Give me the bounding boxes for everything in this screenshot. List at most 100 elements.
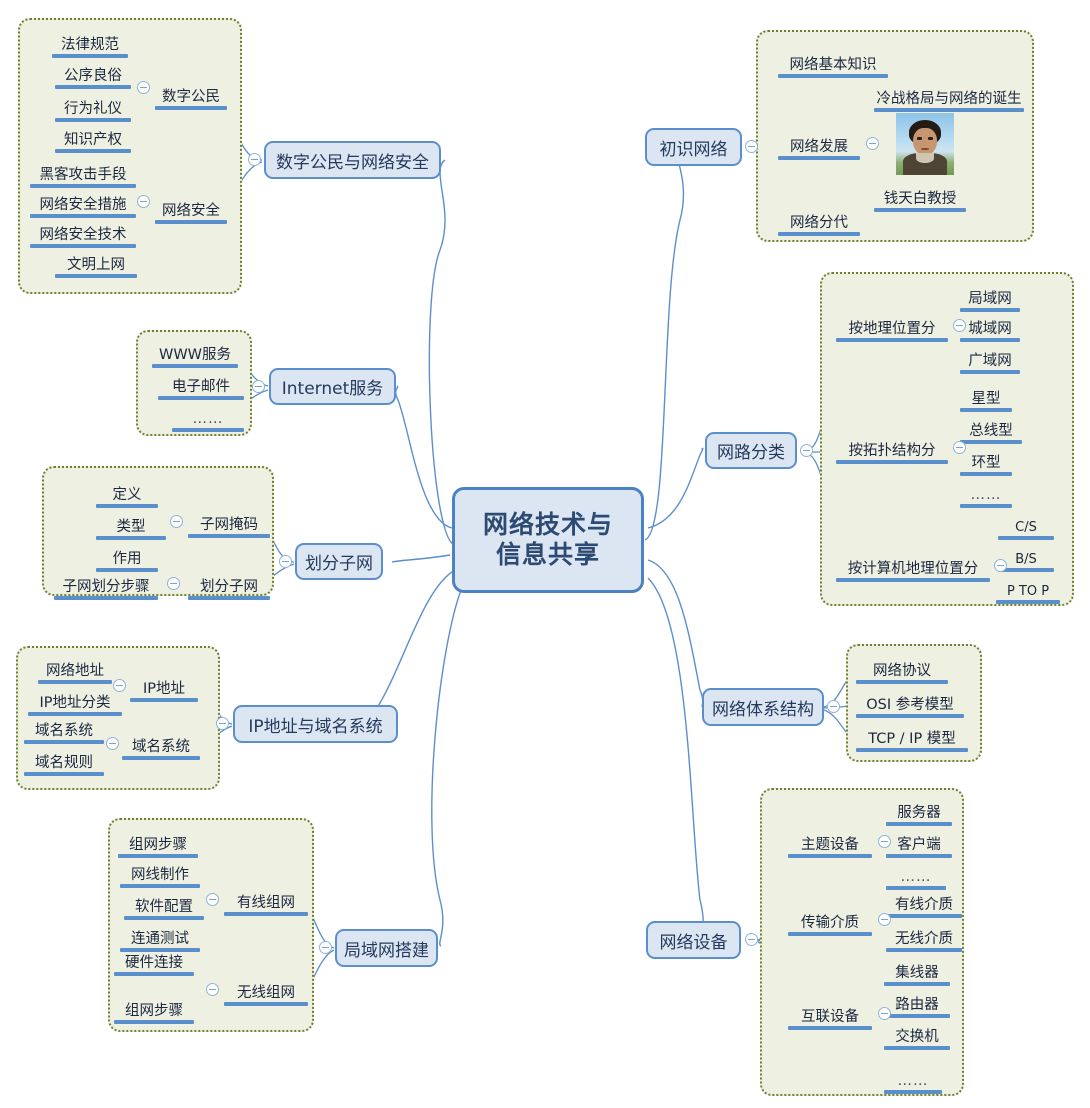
collapse-toggle-icon[interactable] — [878, 835, 891, 848]
leaf-network-development[interactable]: 网络发展 — [778, 128, 860, 160]
leaf-bs[interactable]: B/S — [998, 542, 1054, 572]
leaf-network-address[interactable]: 网络地址 — [38, 652, 112, 684]
leaf-network-protocol[interactable]: 网络协议 — [856, 652, 948, 684]
leaf-by-topology[interactable]: 按拓扑结构分 — [836, 432, 948, 464]
leaf-connectivity-test[interactable]: 连通测试 — [120, 920, 200, 952]
collapse-toggle-icon[interactable] — [745, 140, 758, 153]
collapse-toggle-icon[interactable] — [279, 555, 292, 568]
collapse-toggle-icon[interactable] — [953, 319, 966, 332]
leaf-internet-service-more[interactable]: …… — [172, 400, 244, 432]
leaf-lan[interactable]: 局域网 — [960, 280, 1020, 312]
leaf-router[interactable]: 路由器 — [884, 986, 950, 1018]
root-node[interactable]: 网络技术与 信息共享 — [452, 487, 644, 593]
leaf-subnet-mask[interactable]: 子网掩码 — [188, 506, 270, 538]
leaf-server[interactable]: 服务器 — [886, 794, 952, 826]
leaf-bus-topology[interactable]: 总线型 — [960, 412, 1022, 444]
leaf-main-devices[interactable]: 主题设备 — [788, 826, 872, 858]
collapse-toggle-icon[interactable] — [206, 983, 219, 996]
branch-node-network-architecture[interactable]: 网络体系结构 — [702, 688, 824, 726]
collapse-toggle-icon[interactable] — [216, 717, 229, 730]
leaf-wired-network[interactable]: 有线组网 — [224, 884, 308, 916]
leaf-network-generations[interactable]: 网络分代 — [778, 204, 860, 236]
leaf-hub[interactable]: 集线器 — [884, 954, 950, 986]
leaf-topology-more[interactable]: …… — [960, 476, 1012, 508]
collapse-toggle-icon[interactable] — [206, 893, 219, 906]
leaf-dns[interactable]: 域名系统 — [122, 728, 200, 760]
leaf-transmission-media[interactable]: 传输介质 — [788, 904, 872, 936]
branch-node-lan-build[interactable]: 局域网搭建 — [335, 929, 438, 967]
leaf-network-security[interactable]: 网络安全 — [155, 190, 227, 224]
branch-node-subnet-division[interactable]: 划分子网 — [295, 543, 383, 580]
leaf-function[interactable]: 作用 — [96, 540, 158, 572]
leaf-ip-rights[interactable]: 知识产权 — [55, 121, 131, 153]
leaf-hardware-connect[interactable]: 硬件连接 — [114, 944, 194, 976]
collapse-toggle-icon[interactable] — [994, 559, 1007, 572]
leaf-wired-media[interactable]: 有线介质 — [886, 886, 962, 918]
leaf-professor-qian[interactable]: 钱天白教授 — [874, 180, 966, 212]
collapse-toggle-icon[interactable] — [866, 137, 879, 150]
branch-node-ip-dns[interactable]: IP地址与域名系统 — [233, 705, 398, 743]
leaf-client[interactable]: 客户端 — [886, 826, 952, 858]
leaf-software-config[interactable]: 软件配置 — [124, 888, 204, 920]
leaf-domain-system[interactable]: 域名系统 — [24, 712, 104, 744]
leaf-wireless-steps[interactable]: 组网步骤 — [114, 992, 194, 1024]
leaf-ip-classification[interactable]: IP地址分类 — [28, 684, 122, 716]
leaf-main-devices-more[interactable]: …… — [886, 858, 946, 890]
leaf-wireless-media[interactable]: 无线介质 — [886, 920, 962, 952]
collapse-toggle-icon[interactable] — [137, 81, 150, 94]
collapse-toggle-icon[interactable] — [167, 577, 180, 590]
leaf-cable-making[interactable]: 网线制作 — [120, 856, 200, 888]
collapse-toggle-icon[interactable] — [745, 933, 758, 946]
leaf-interconnect-more[interactable]: …… — [884, 1062, 942, 1094]
branch-node-network-classification[interactable]: 网路分类 — [705, 432, 797, 469]
leaf-ring-topology[interactable]: 环型 — [960, 444, 1012, 476]
leaf-man[interactable]: 城域网 — [960, 310, 1020, 342]
leaf-security-measures[interactable]: 网络安全措施 — [30, 186, 136, 218]
leaf-domain-rules[interactable]: 域名规则 — [24, 744, 104, 776]
leaf-type[interactable]: 类型 — [96, 508, 166, 540]
leaf-tcp-ip-model[interactable]: TCP / IP 模型 — [856, 720, 968, 752]
leaf-switch[interactable]: 交换机 — [884, 1018, 950, 1050]
collapse-toggle-icon[interactable] — [170, 515, 183, 528]
leaf-security-technology[interactable]: 网络安全技术 — [30, 216, 136, 248]
leaf-subnet-division[interactable]: 划分子网 — [188, 568, 270, 600]
collapse-toggle-icon[interactable] — [106, 737, 119, 750]
leaf-cold-war-birth[interactable]: 冷战格局与网络的诞生 — [874, 80, 1024, 112]
leaf-ip-address[interactable]: IP地址 — [130, 670, 198, 702]
leaf-digital-citizen[interactable]: 数字公民 — [155, 76, 227, 110]
branch-node-digital-citizen-security[interactable]: 数字公民与网络安全 — [264, 141, 441, 179]
collapse-toggle-icon[interactable] — [319, 941, 332, 954]
leaf-etiquette[interactable]: 行为礼仪 — [55, 90, 131, 122]
leaf-law-norms[interactable]: 法律规范 — [52, 26, 128, 58]
leaf-network-basics[interactable]: 网络基本知识 — [778, 46, 888, 78]
collapse-toggle-icon[interactable] — [953, 441, 966, 454]
leaf-subnet-steps[interactable]: 子网划分步骤 — [54, 568, 158, 600]
leaf-osi-model[interactable]: OSI 参考模型 — [856, 686, 964, 718]
leaf-civilized-internet[interactable]: 文明上网 — [55, 246, 137, 278]
leaf-interconnect-devices[interactable]: 互联设备 — [788, 998, 872, 1030]
collapse-toggle-icon[interactable] — [878, 1007, 891, 1020]
collapse-toggle-icon[interactable] — [248, 153, 261, 166]
leaf-cs[interactable]: C/S — [998, 510, 1054, 540]
collapse-toggle-icon[interactable] — [137, 195, 150, 208]
branch-node-internet-service[interactable]: Internet服务 — [269, 368, 396, 405]
leaf-wired-steps[interactable]: 组网步骤 — [118, 826, 198, 858]
leaf-email[interactable]: 电子邮件 — [158, 368, 244, 400]
leaf-www-service[interactable]: WWW服务 — [152, 336, 238, 368]
collapse-toggle-icon[interactable] — [800, 444, 813, 457]
leaf-p2p[interactable]: P TO P — [996, 574, 1060, 604]
leaf-definition[interactable]: 定义 — [96, 476, 158, 508]
leaf-hacker-methods[interactable]: 黑客攻击手段 — [30, 156, 136, 188]
collapse-toggle-icon[interactable] — [878, 913, 891, 926]
leaf-wireless-network[interactable]: 无线组网 — [224, 974, 308, 1006]
leaf-wan[interactable]: 广域网 — [960, 342, 1020, 374]
leaf-star-topology[interactable]: 星型 — [960, 380, 1012, 412]
leaf-public-order[interactable]: 公序良俗 — [55, 57, 131, 89]
branch-node-network-devices[interactable]: 网络设备 — [646, 921, 741, 959]
branch-node-first-look-network[interactable]: 初识网络 — [645, 128, 742, 166]
leaf-by-geography[interactable]: 按地理位置分 — [836, 310, 948, 342]
leaf-by-computer-geography[interactable]: 按计算机地理位置分 — [836, 550, 990, 582]
collapse-toggle-icon[interactable] — [113, 679, 126, 692]
collapse-toggle-icon[interactable] — [252, 380, 265, 393]
collapse-toggle-icon[interactable] — [827, 700, 840, 713]
